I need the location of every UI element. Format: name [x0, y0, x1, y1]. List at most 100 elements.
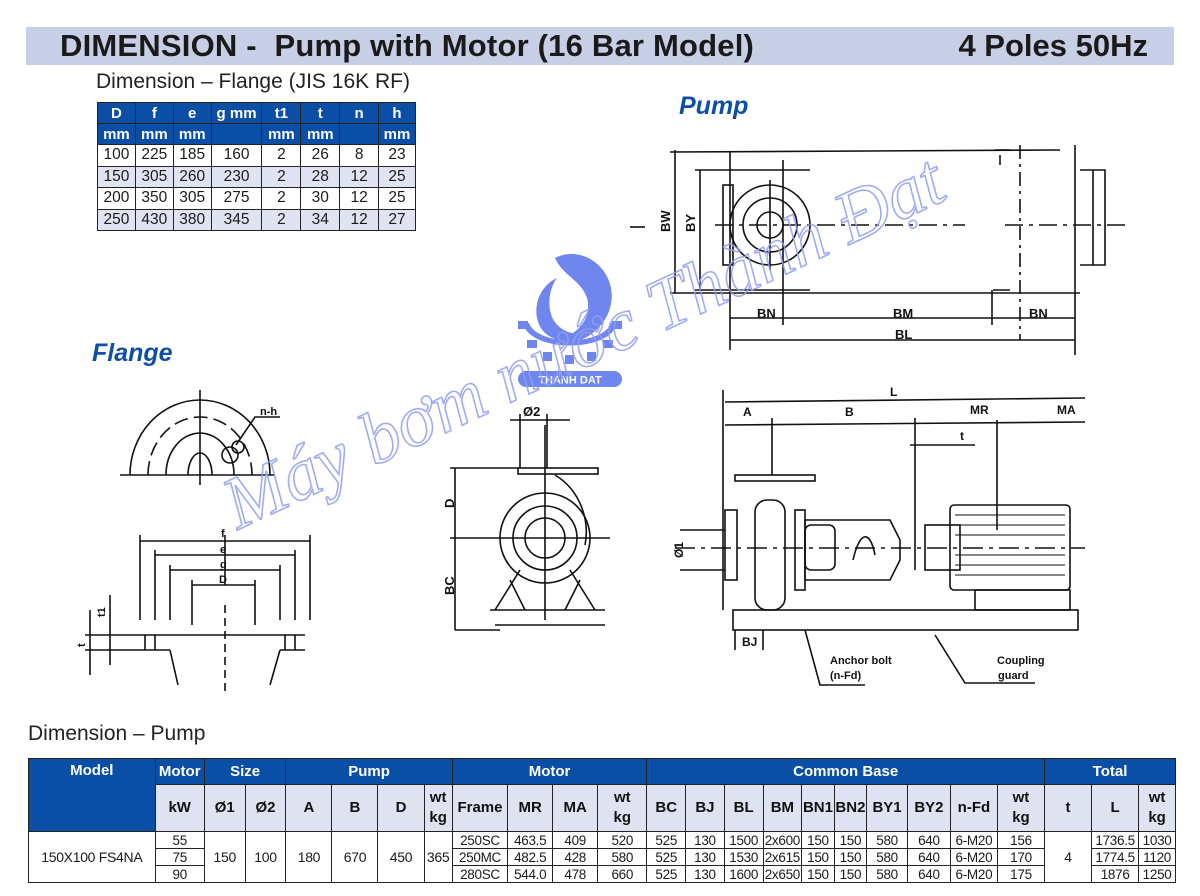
cell: 156 — [996, 831, 1046, 849]
cell: 150 — [801, 865, 835, 883]
cell: 30 — [300, 187, 341, 210]
cell: 520 — [597, 831, 648, 849]
subheader: wt kg — [423, 784, 453, 832]
subheader: BJ — [685, 784, 725, 832]
col-unit: mm — [261, 123, 302, 145]
subheader: A — [285, 784, 333, 832]
dim-d: D — [442, 499, 457, 508]
group-header-pump: Pump — [285, 758, 453, 785]
cell: 305 — [134, 165, 174, 188]
table-row: 90 280SC 544.0 478 660 525 130 1600 2x65… — [29, 865, 1176, 883]
cell: 2 — [261, 208, 302, 231]
cell: 1876 — [1091, 865, 1140, 883]
cell: 150 — [801, 848, 835, 866]
dim-bn-left: BN — [757, 306, 776, 321]
cell: 6-M20 — [949, 865, 998, 883]
thanh-dat-logo: THANH DAT — [518, 254, 622, 387]
poles-frequency: 4 Poles 50Hz — [958, 28, 1148, 63]
cell: 428 — [552, 848, 599, 866]
coupling-guard-label: Coupling — [997, 655, 1045, 667]
cell: 27 — [378, 208, 416, 231]
group-header-common-base: Common Base — [646, 758, 1046, 785]
cell: 280SC — [451, 865, 509, 883]
cell: 185 — [172, 144, 212, 167]
coupling-guard-sublabel: guard — [998, 670, 1029, 682]
dim-bj: BJ — [742, 635, 757, 649]
logo-text: THANH DAT — [538, 375, 602, 387]
cell: 1600 — [723, 865, 764, 883]
cell: 2x600 — [762, 831, 803, 849]
col-header: g mm — [210, 102, 263, 124]
cell: 130 — [685, 848, 725, 866]
cell: 260 — [172, 165, 212, 188]
subheader: MA — [552, 784, 599, 832]
cell: 580 — [866, 848, 908, 866]
subheader: Ø2 — [244, 784, 287, 832]
cell: 2x650 — [762, 865, 803, 883]
col-unit: mm — [97, 123, 136, 145]
group-header-motor-dims: Motor — [451, 758, 648, 785]
cell: 640 — [906, 831, 951, 849]
cell: 250MC — [451, 848, 509, 866]
cell: 160 — [210, 144, 263, 167]
group-header-total: Total — [1044, 758, 1176, 785]
dim-t1: t1 — [96, 607, 108, 617]
group-header-model: Model — [28, 758, 156, 832]
subheader: Frame — [451, 784, 509, 832]
cell: 150 — [97, 165, 136, 188]
cell: 478 — [552, 865, 599, 883]
cell: 25 — [378, 165, 416, 188]
subheader: wt kg — [996, 784, 1046, 832]
col-header: h — [378, 102, 416, 124]
anchor-bolt-label: Anchor bolt — [830, 655, 892, 667]
cell: 4 — [1044, 831, 1093, 883]
group-header-size: Size — [203, 758, 287, 785]
cell: 525 — [646, 865, 687, 883]
cell: 275 — [210, 187, 263, 210]
cell: 225 — [134, 144, 174, 167]
cell: 6-M20 — [949, 831, 998, 849]
cell: 450 — [377, 831, 425, 883]
col-unit: mm — [172, 123, 212, 145]
dim-d2: Ø2 — [523, 404, 540, 419]
cell: 90 — [154, 865, 205, 883]
cell: 525 — [646, 831, 687, 849]
dim-bw: BW — [658, 210, 673, 232]
cell: 200 — [97, 187, 136, 210]
model-cell: 150X100 FS4NA — [28, 831, 156, 883]
cell: 525 — [646, 848, 687, 866]
subheader: B — [331, 784, 379, 832]
cell: 250 — [97, 208, 136, 231]
col-unit: mm — [134, 123, 174, 145]
pump-table-caption: Dimension – Pump — [28, 722, 206, 745]
cell: 55 — [154, 831, 205, 849]
dim-t: t — [76, 643, 88, 647]
cell: 175 — [996, 865, 1046, 883]
dim-e: e — [220, 544, 226, 556]
subheader: BN1 — [801, 784, 835, 832]
cell: 463.5 — [507, 831, 554, 849]
col-header: t — [300, 102, 341, 124]
cell: 580 — [866, 831, 908, 849]
cell: 12 — [339, 208, 380, 231]
cell: 345 — [210, 208, 263, 231]
cell: 180 — [285, 831, 333, 883]
title-banner: DIMENSION - Pump with Motor (16 Bar Mode… — [26, 27, 1174, 65]
table-row: 75 250MC 482.5 428 580 525 130 1530 2x61… — [29, 848, 1176, 866]
cell: 150 — [833, 865, 868, 883]
flange-drawing-heading: Flange — [92, 339, 173, 367]
col-header: D — [97, 102, 136, 124]
cell: 150 — [833, 831, 868, 849]
cell: 1774.5 — [1091, 848, 1140, 866]
subheader: kW — [154, 784, 205, 832]
col-header: e — [172, 102, 212, 124]
cell: 12 — [339, 187, 380, 210]
cell: 380 — [172, 208, 212, 231]
col-header: t1 — [261, 102, 302, 124]
cell: 28 — [300, 165, 341, 188]
cell: 640 — [906, 848, 951, 866]
dim-bc: BC — [442, 576, 457, 595]
cell: 1500 — [723, 831, 764, 849]
subheader: n-Fd — [949, 784, 998, 832]
